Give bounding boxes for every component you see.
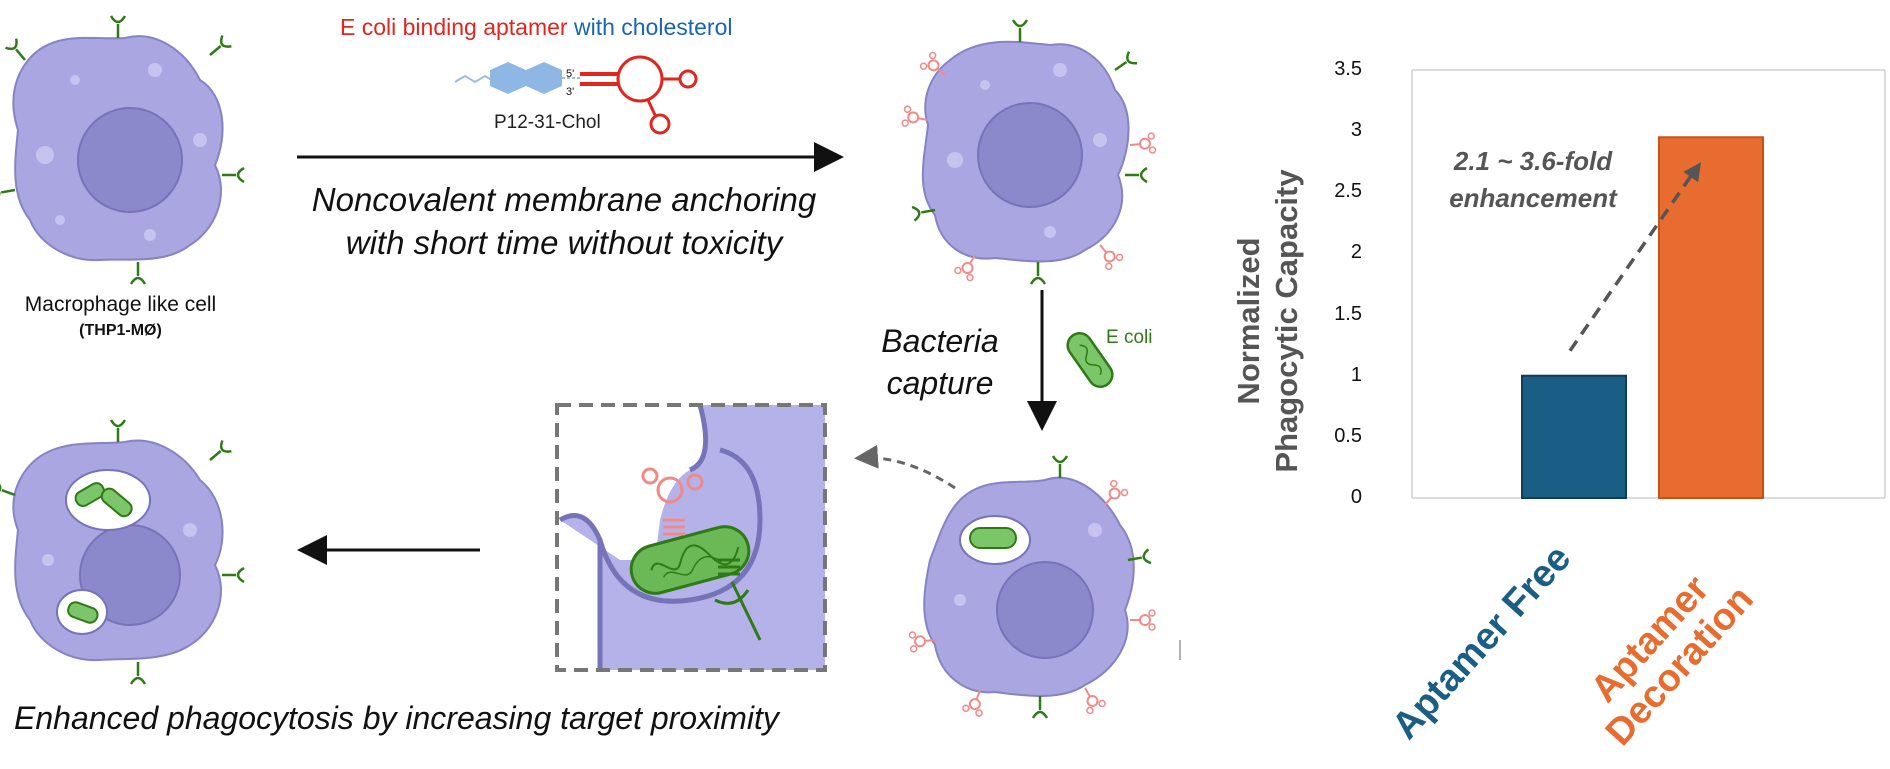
chart-y-tick: 3.5 (1334, 58, 1362, 80)
macrophage-cell-decorated (900, 18, 1157, 286)
phagocytosis-caption: Enhanced phagocytosis by increasing targ… (14, 700, 779, 736)
ecoli-label: E coli (1106, 327, 1153, 348)
cell-code: (THP1-MØ) (79, 322, 162, 339)
enhancement-line2: enhancement (1449, 183, 1617, 213)
enhancement-annotation: 2.1 ~ 3.6-fold enhancement (1418, 143, 1648, 217)
anchoring-caption-line1: Noncovalent membrane anchoring (311, 181, 817, 218)
ecoli-icon (1066, 332, 1114, 388)
cell-name: Macrophage like cell (24, 293, 217, 316)
chart-y-tick: 0.5 (1334, 424, 1362, 447)
aptamer-name: P12-31-Chol (494, 112, 601, 133)
aptamer-molecule (454, 55, 698, 135)
aptamer-title-part1: E coli binding aptamer (340, 14, 568, 40)
chart-y-tick: 1.5 (1334, 302, 1362, 325)
aptamer-title: E coli binding aptamer with cholesterol (340, 14, 733, 41)
macrophage-cell-engulfed (0, 418, 246, 686)
capture-caption-line1: Bacteria (881, 323, 999, 359)
five-prime-label: 5' (566, 68, 575, 80)
chart-y-tick: 3 (1350, 119, 1362, 142)
chart-y-axis-label: Normalized Phagocytic Capacity (1231, 169, 1304, 473)
schematic-art (0, 14, 1181, 720)
arrow-zoom (854, 444, 956, 490)
macrophage-cell-plain (0, 14, 246, 286)
macrophage-cell-capturing (908, 454, 1181, 720)
anchoring-caption-line2: with short time without toxicity (345, 224, 783, 261)
capture-caption: Bacteria capture (870, 320, 1010, 404)
chart-y-tick: 2 (1350, 241, 1362, 264)
three-prime-label: 3' (566, 86, 575, 98)
chart-y-tick: 0 (1350, 486, 1362, 508)
capture-caption-line2: capture (886, 365, 994, 401)
aptamer-title-part2: with cholesterol (573, 14, 733, 40)
chart-y-tick: 1 (1350, 363, 1362, 386)
enhancement-line1: 2.1 ~ 3.6-fold (1453, 146, 1613, 176)
anchoring-caption: Noncovalent membrane anchoring with shor… (289, 178, 839, 264)
chart-y-tick: 2.5 (1334, 180, 1362, 203)
zoom-inset (555, 403, 827, 672)
